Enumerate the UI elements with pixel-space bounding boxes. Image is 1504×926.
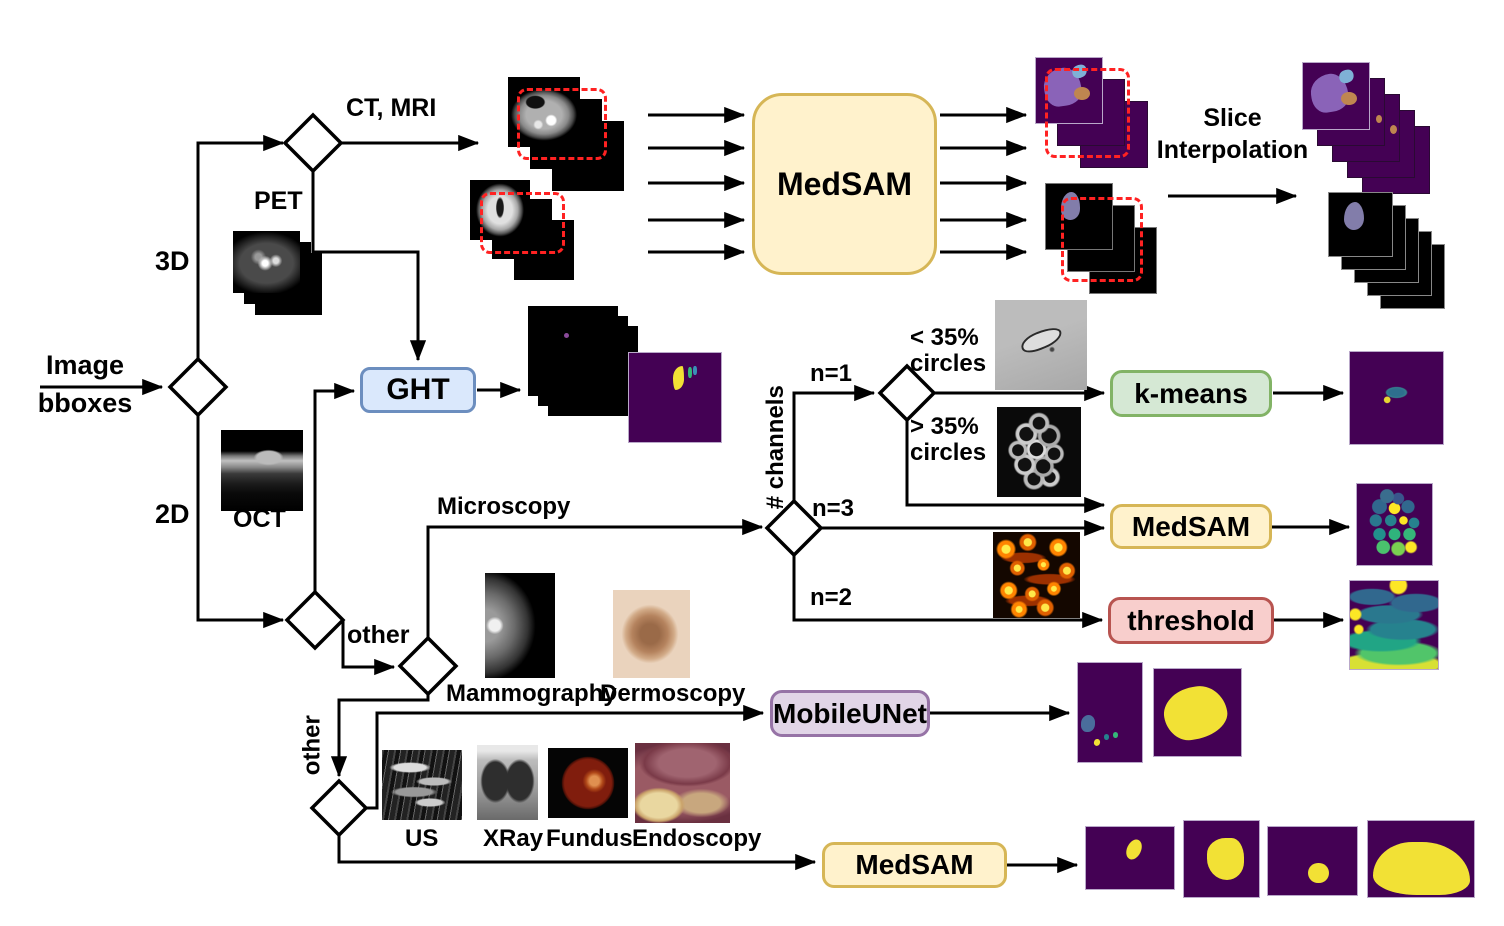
input-label: Image bboxes <box>30 346 140 422</box>
fluorescence-n2-image <box>993 532 1080 618</box>
node-mobileunet: MobileUNet <box>770 690 930 737</box>
edge-2d <box>196 415 285 629</box>
label-n2: n=2 <box>810 584 853 611</box>
mammography-image <box>485 573 555 678</box>
mri-bbox-overlay <box>480 192 565 254</box>
label-xray: XRay <box>483 825 544 852</box>
pet-image-stack <box>233 231 328 323</box>
label-endoscopy: Endoscopy <box>632 825 762 852</box>
decision-mammo-other <box>309 778 369 838</box>
medsam-microscopy-output-mask <box>1356 483 1433 566</box>
kmeans-output-mask <box>1349 351 1444 445</box>
input-label-line2: bboxes <box>37 388 133 418</box>
label-2d: 2D <box>155 499 190 529</box>
label-lt35-line2: circles <box>910 350 987 377</box>
mobileunet-output-mask-1 <box>1077 662 1143 763</box>
medsam-output-ct-bbox <box>1045 68 1130 158</box>
medsam-output-mri-bbox <box>1061 197 1143 282</box>
node-medsam-main: MedSAM <box>752 93 937 275</box>
label-3d: 3D <box>155 246 190 276</box>
label-other-modality: other <box>298 715 326 776</box>
edge-n2 <box>792 555 1104 629</box>
edge-gt35 <box>905 420 1106 514</box>
microscopy-low-circles-image <box>995 300 1087 390</box>
fundus-image <box>548 748 628 818</box>
ght-output-mask <box>628 352 722 443</box>
threshold-output-mask <box>1349 580 1439 670</box>
microscopy-high-circles-image <box>997 407 1081 497</box>
label-slice-line1: Slice <box>1203 104 1262 132</box>
xray-image <box>477 745 538 820</box>
label-dermoscopy: Dermoscopy <box>600 680 746 707</box>
edge-n1 <box>792 384 876 500</box>
edge-oct-to-ght <box>313 382 356 592</box>
edge-mammo-derm <box>366 704 765 810</box>
node-medsam-microscopy: MedSAM <box>1110 504 1272 549</box>
label-lt35: < 35% circles <box>910 325 986 377</box>
dermoscopy-image <box>613 590 690 678</box>
label-fundus: Fundus <box>546 825 633 852</box>
medsam-2d-output-mask-2 <box>1183 820 1260 898</box>
label-microscopy: Microscopy <box>437 493 571 520</box>
label-mammography: Mammography <box>446 680 617 707</box>
interpolated-mri-stack <box>1328 192 1446 310</box>
edge-microscopy <box>426 518 764 638</box>
label-gt35: > 35% circles <box>910 414 986 466</box>
interpolated-ct-stack <box>1302 62 1432 194</box>
label-other-2d: other <box>347 621 410 649</box>
medsam-2d-output-mask-1 <box>1085 826 1175 890</box>
label-pet: PET <box>254 187 303 215</box>
decision-ctmri-pet <box>282 112 344 174</box>
edge-3d <box>196 134 285 359</box>
ght-output-stack <box>528 306 640 418</box>
label-slice-line2: Interpolation <box>1156 136 1309 164</box>
label-slice-interpolation: Slice Interpolation <box>1150 102 1315 166</box>
decision-num-channels <box>764 498 824 558</box>
edge-us-xray <box>337 835 817 871</box>
mobileunet-output-mask-2 <box>1153 668 1242 757</box>
decision-oct-other <box>284 589 346 651</box>
endoscopy-image <box>635 743 730 823</box>
input-label-line1: Image <box>45 350 125 380</box>
medsam-2d-output-mask-4 <box>1367 820 1475 898</box>
us-image <box>382 750 462 820</box>
node-threshold: threshold <box>1108 597 1274 644</box>
node-ght: GHT <box>360 367 476 413</box>
label-gt35-line1: > 35% <box>910 413 979 440</box>
label-oct: OCT <box>233 505 286 533</box>
ct-bbox-overlay <box>517 88 607 160</box>
label-num-channels: # channels <box>761 385 789 510</box>
label-n1: n=1 <box>810 360 853 387</box>
oct-image <box>221 430 303 511</box>
label-n3: n=3 <box>812 495 855 522</box>
medsam-output-ct-stack <box>1035 57 1150 169</box>
label-us: US <box>405 825 439 852</box>
edge-pet-to-ght <box>311 171 427 362</box>
decision-3d-2d <box>167 356 229 418</box>
medsam-2d-output-mask-3 <box>1267 826 1358 896</box>
label-lt35-line1: < 35% <box>910 324 979 351</box>
node-kmeans: k-means <box>1110 370 1272 417</box>
decision-circles-pct <box>877 363 937 423</box>
decision-microscopy-other <box>397 635 459 697</box>
label-gt35-line2: circles <box>910 439 987 466</box>
node-medsam-2d-other: MedSAM <box>822 842 1007 888</box>
medsam-output-mri-stack <box>1045 183 1160 298</box>
edge-other-2d <box>341 620 396 676</box>
label-ct-mri: CT, MRI <box>346 94 437 122</box>
